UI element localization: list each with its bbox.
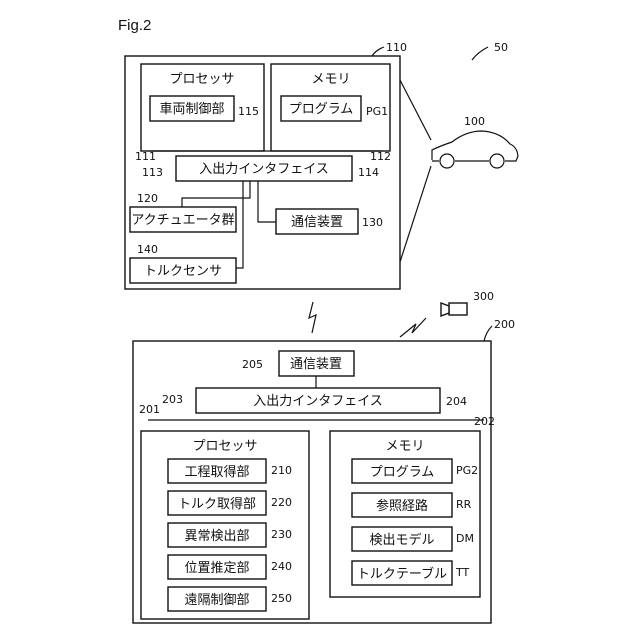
server-processor-label: プロセッサ <box>192 439 257 454</box>
server-io-ref-left: 203 <box>162 393 183 406</box>
camera-body <box>449 303 467 315</box>
vehicle-controller-ref: 110 <box>386 41 407 54</box>
vehicle-comm-device-ref: 130 <box>362 216 383 229</box>
server-processor-ref: 201 <box>139 403 160 416</box>
system-ref-leader <box>472 47 488 60</box>
processor-unit-ref: 250 <box>271 592 292 605</box>
server-ref: 200 <box>494 318 515 331</box>
camera-lens <box>441 303 449 316</box>
vehicle-processor-ref: 111 <box>135 150 156 163</box>
memory-item-ref: DM <box>456 532 474 545</box>
memory-item-label: 参照経路 <box>376 498 428 514</box>
processor-unit-ref: 240 <box>271 560 292 573</box>
memory-item-ref: PG2 <box>456 464 478 477</box>
vehicle-control-unit-ref: 115 <box>238 105 259 118</box>
server-io-interface-label: 入出力インタフェイス <box>253 394 383 409</box>
car-rear-wheel <box>490 154 504 168</box>
car-icon <box>432 131 518 168</box>
processor-unit-label: 遠隔制御部 <box>184 593 249 608</box>
server-comm-device-label: 通信装置 <box>290 357 342 372</box>
actuators-label: アクチュエータ群 <box>131 213 234 228</box>
torque-sensor-ref: 140 <box>137 243 158 256</box>
vehicle-projection-lower <box>400 166 431 262</box>
vehicle-processor-label: プロセッサ <box>169 72 234 87</box>
vehicle-comm-device-label: 通信装置 <box>291 215 343 230</box>
memory-item-label: 検出モデル <box>369 532 434 548</box>
ref-leader <box>484 326 492 341</box>
vehicle-memory-ref: 112 <box>370 150 391 163</box>
server-comm-device-ref: 205 <box>242 358 263 371</box>
figure-label: Fig.2 <box>118 17 151 34</box>
processor-unit-ref: 220 <box>271 496 292 509</box>
vehicle-io-interface-label: 入出力インタフェイス <box>199 162 329 177</box>
vehicle-ref: 100 <box>464 115 485 128</box>
vehicle-control-unit-label: 車両制御部 <box>159 102 224 117</box>
memory-item-label: トルクテーブル <box>357 566 447 582</box>
vehicle-io-ref-right: 114 <box>358 166 379 179</box>
processor-unit-label: 異常検出部 <box>184 529 249 544</box>
processor-unit-ref: 230 <box>271 528 292 541</box>
car-front-wheel <box>440 154 454 168</box>
server: 200 通信装置 205 入出力インタフェイス 203 204 プロセッサ 20… <box>133 318 515 623</box>
camera-icon <box>441 303 467 316</box>
wireless-link-icon <box>309 302 316 333</box>
server-memory-ref: 202 <box>474 415 495 428</box>
program-pg1-ref: PG1 <box>366 105 388 118</box>
vehicle-memory-label: メモリ <box>311 72 350 87</box>
memory-item-ref: TT <box>455 566 470 579</box>
vehicle-controller: 110 プロセッサ 車両制御部 115 111 メモリ プログラム PG1 11… <box>125 41 407 289</box>
camera-ref: 300 <box>473 290 494 303</box>
system-ref: 50 <box>494 41 508 54</box>
torque-sensor-label: トルクセンサ <box>144 264 222 279</box>
server-io-ref-right: 204 <box>446 395 467 408</box>
processor-unit-label: 工程取得部 <box>184 464 249 480</box>
car-body <box>432 131 518 161</box>
processor-unit-label: トルク取得部 <box>178 496 256 512</box>
wireless-link-icon <box>400 318 426 337</box>
memory-item-label: プログラム <box>370 465 435 480</box>
memory-item-ref: RR <box>456 498 472 511</box>
vehicle-projection-upper <box>400 80 431 140</box>
processor-unit-ref: 210 <box>271 464 292 477</box>
vehicle-io-ref-left: 113 <box>142 166 163 179</box>
ref-leader <box>372 47 384 56</box>
processor-unit-label: 位置推定部 <box>184 561 249 576</box>
server-memory-label: メモリ <box>385 439 424 454</box>
program-pg1-label: プログラム <box>289 102 354 117</box>
actuators-ref: 120 <box>137 192 158 205</box>
